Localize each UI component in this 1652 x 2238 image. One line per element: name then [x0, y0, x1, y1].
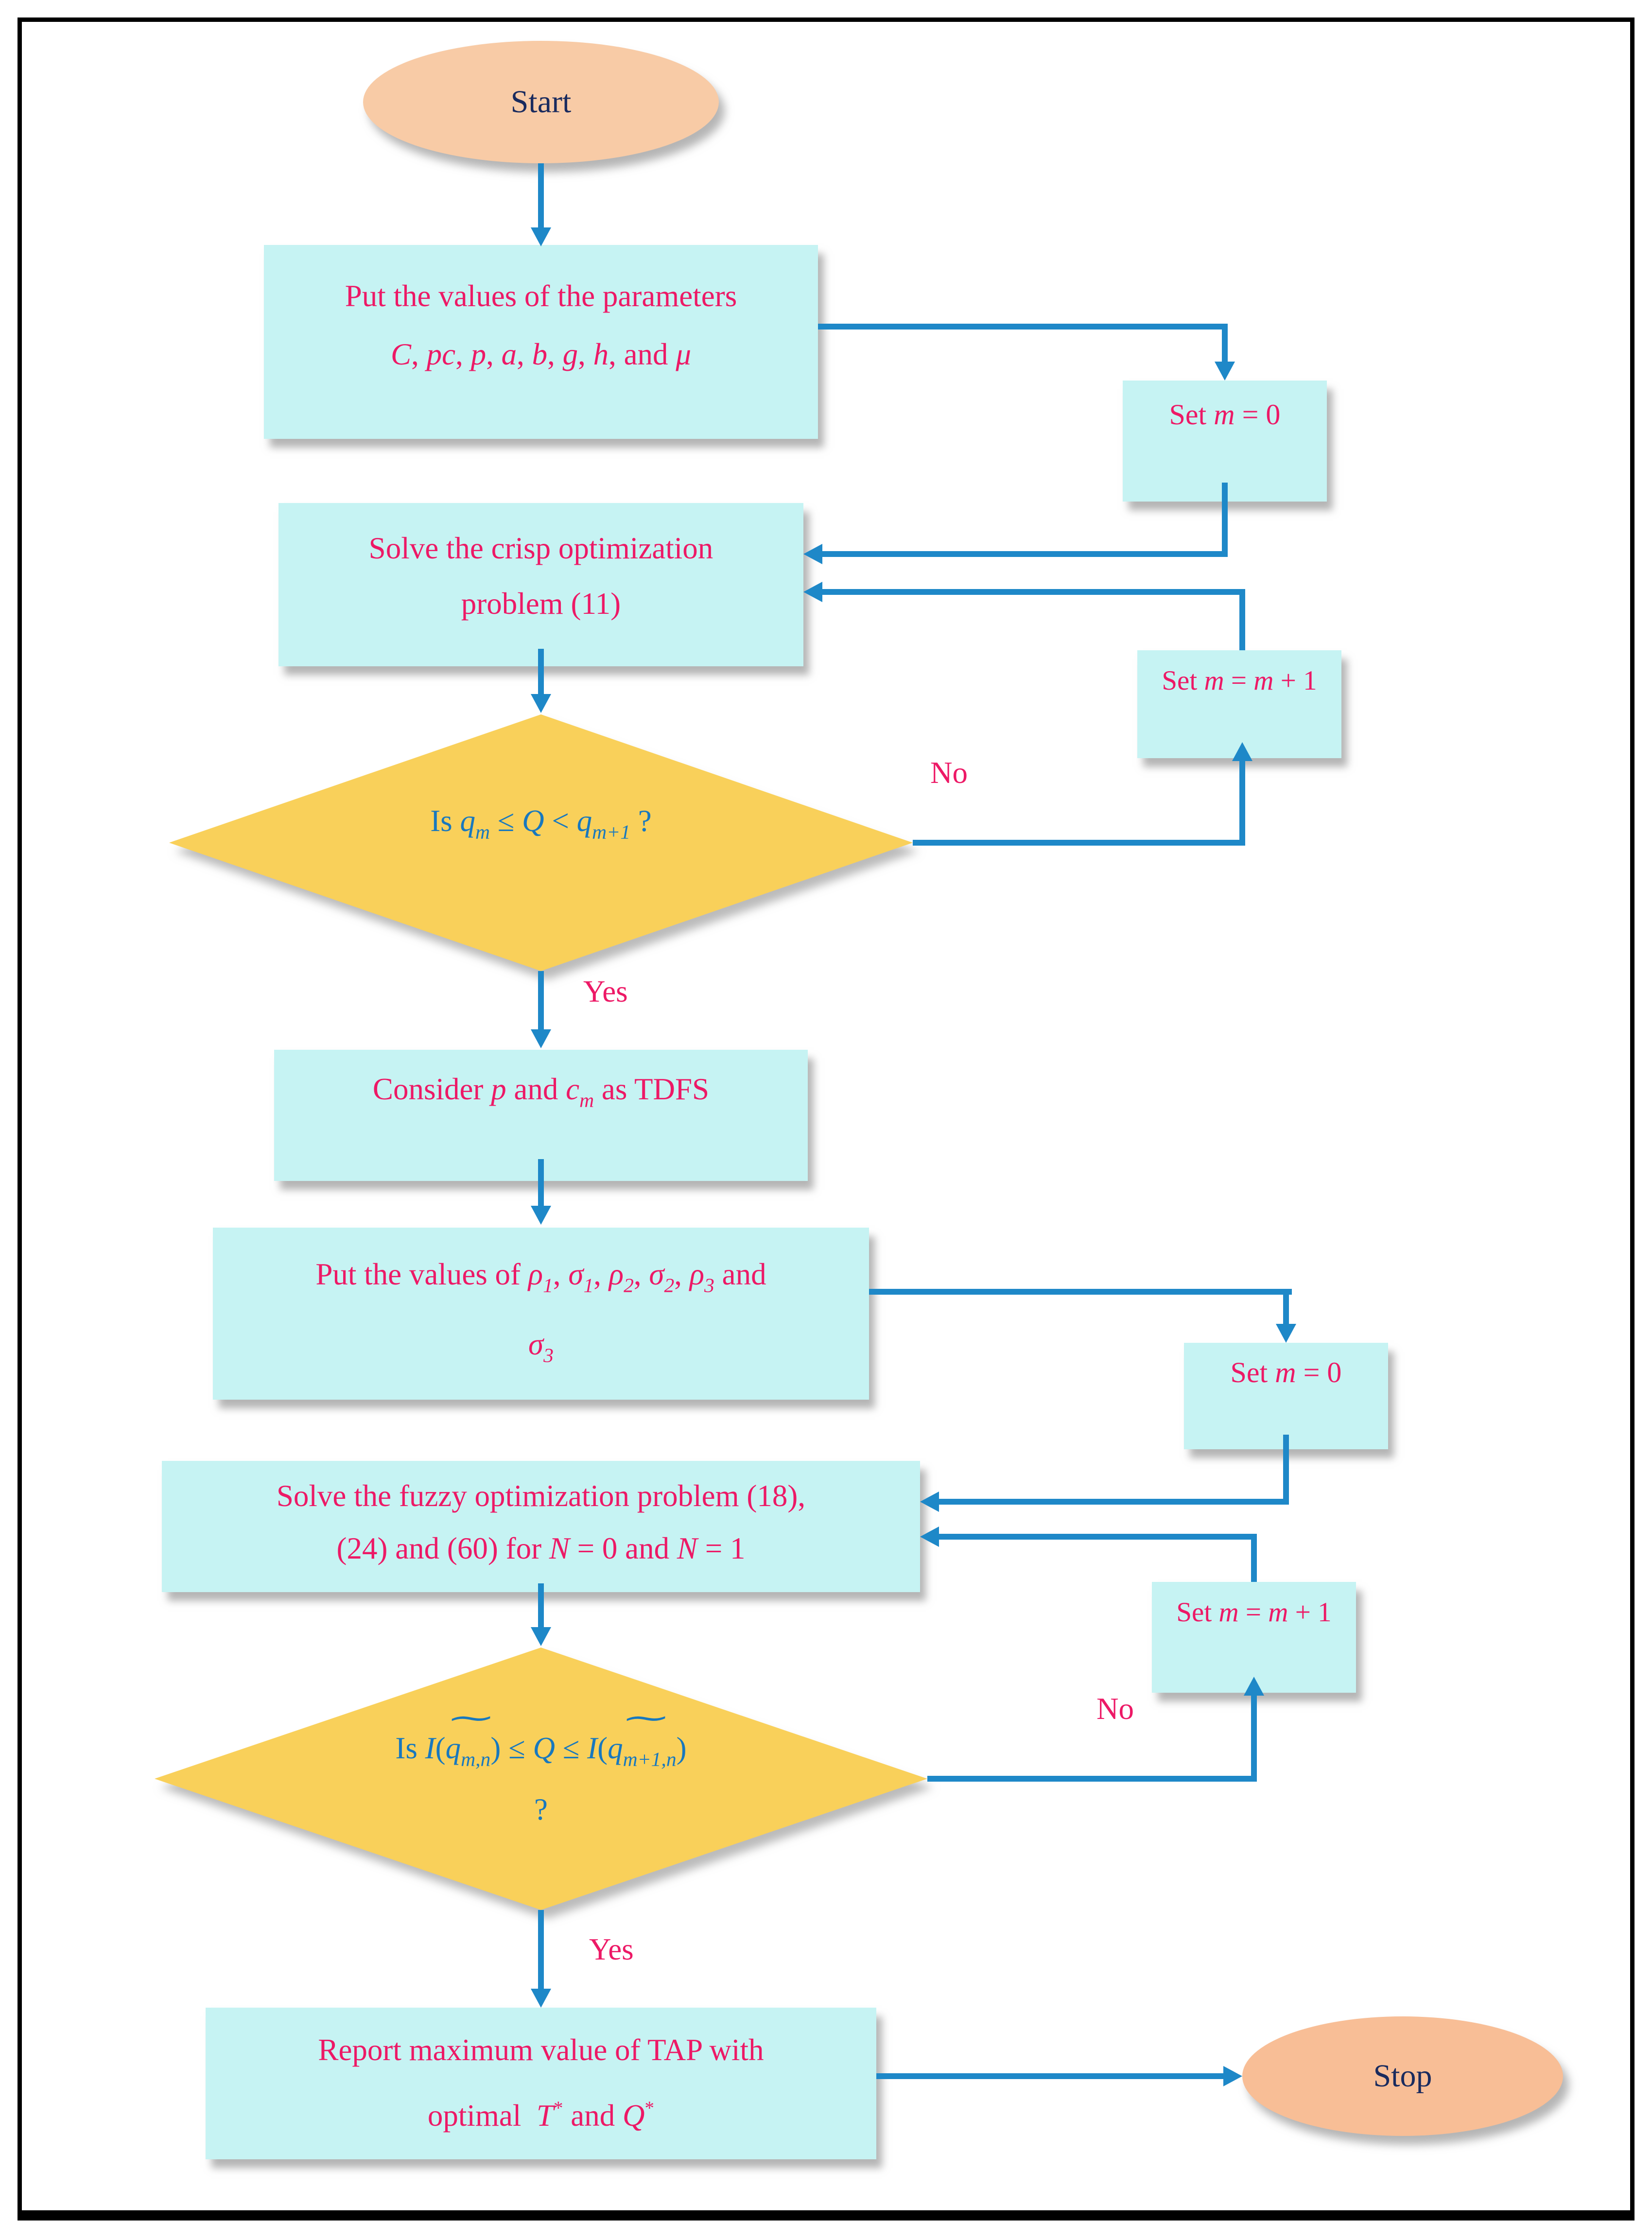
edge-no-crisp-h: [913, 840, 1245, 846]
node-set-m-increment-crisp: Set m = m + 1: [1137, 650, 1341, 758]
edge-no-crisp-v: [1239, 760, 1245, 846]
edge-setm0-to-solvefuzzy-v: [1283, 1435, 1289, 1505]
node-text-line: Solve the fuzzy optimization problem (18…: [276, 1478, 806, 1513]
edge-params-to-setm0-v: [1222, 324, 1228, 364]
node-set-m-0-fuzzy: Set m = 0: [1184, 1343, 1388, 1449]
node-text-line: Put the values of the parameters: [345, 278, 737, 313]
node-start-terminator: Start: [363, 41, 719, 163]
node-text-line: σ3: [528, 1327, 554, 1367]
node-text-line: C, pc, p, a, b, g, h, and μ: [391, 337, 691, 372]
node-set-m-0-crisp: Set m = 0: [1123, 381, 1327, 502]
edge-setminc-to-solvefuzzy-h: [939, 1534, 1257, 1540]
arrowhead-left-icon: [803, 582, 822, 602]
edge-label-yes-crisp: Yes: [583, 974, 628, 1009]
arrowhead-up-icon: [1232, 742, 1252, 761]
node-text-line: (24) and (60) for N = 0 and N = 1: [336, 1531, 746, 1566]
node-solve-fuzzy-problem: Solve the fuzzy optimization problem (18…: [162, 1461, 920, 1592]
arrowhead-up-icon: [1244, 1677, 1264, 1696]
node-text-line: Report maximum value of TAP with: [318, 2032, 764, 2067]
edge-setm0-to-solve-h: [822, 551, 1228, 557]
node-text-line: problem (11): [461, 586, 621, 621]
edge-solve-to-decision: [538, 649, 544, 697]
arrowhead-down-icon: [1215, 362, 1235, 381]
node-text-line: Set m = 0: [1169, 399, 1281, 432]
edge-params-to-setm0-fuzzy-h: [869, 1289, 1292, 1295]
arrowhead-right-icon: [1223, 2066, 1242, 2086]
node-put-crisp-parameters: Put the values of the parameters C, pc, …: [264, 245, 818, 439]
decision-text: ?: [534, 1792, 548, 1827]
node-set-m-increment-fuzzy: Set m = m + 1: [1152, 1582, 1356, 1693]
edge-start-to-params: [538, 163, 544, 233]
node-text-line: Set m = m + 1: [1162, 666, 1317, 697]
edge-yes-fuzzy-v: [538, 1910, 544, 1992]
edge-setminc-to-solve-v: [1239, 589, 1245, 650]
decision-diamond-shape: Is qm ≤ Q < qm+1 ?: [169, 714, 913, 971]
node-report-result: Report maximum value of TAP with optimal…: [206, 2008, 876, 2159]
node-put-fuzzy-parameters: Put the values of ρ1, σ1, ρ2, σ2, ρ3 and…: [213, 1228, 869, 1400]
stop-label: Stop: [1373, 2057, 1432, 2094]
edge-label-no-fuzzy: No: [1096, 1691, 1134, 1726]
node-text-line: Solve the crisp optimization: [368, 531, 713, 566]
edge-yes-crisp-v: [538, 971, 544, 1032]
edge-label-no-crisp: No: [930, 755, 968, 790]
node-text-line: Set m = m + 1: [1176, 1598, 1332, 1629]
node-text-line: optimal T* and Q*: [427, 2097, 655, 2133]
start-label: Start: [510, 83, 572, 120]
edge-params-to-setm0-fuzzy-v: [1283, 1289, 1289, 1327]
node-solve-crisp-problem: Solve the crisp optimization problem (11…: [278, 503, 803, 666]
arrowhead-down-icon: [531, 1206, 551, 1225]
edge-setminc-to-solvefuzzy-v: [1251, 1534, 1257, 1582]
figure-border: [17, 17, 1635, 2221]
edge-setminc-to-solve-h: [822, 589, 1245, 595]
edge-label-yes-fuzzy: Yes: [589, 1932, 634, 1967]
arrowhead-left-icon: [920, 1527, 939, 1547]
node-decision-crisp: Is qm ≤ Q < qm+1 ?: [169, 714, 913, 971]
edge-setm0-to-solvefuzzy-h: [939, 1499, 1289, 1505]
arrowhead-down-icon: [531, 694, 551, 713]
edge-report-to-stop: [876, 2073, 1223, 2079]
edge-no-fuzzy-v: [1251, 1696, 1257, 1782]
arrowhead-down-icon: [531, 227, 551, 246]
arrowhead-down-icon: [531, 1989, 551, 2008]
edge-consider-to-params: [538, 1159, 544, 1209]
node-decision-fuzzy: Is I(∼qm,n) ≤ Q ≤ I(∼qm+1,n) ?: [155, 1648, 927, 1910]
arrowhead-down-icon: [531, 1029, 551, 1048]
edge-setm0-to-solve-v: [1222, 483, 1228, 557]
node-text-line: Put the values of ρ1, σ1, ρ2, σ2, ρ3 and: [315, 1257, 766, 1297]
edge-no-fuzzy-h: [927, 1776, 1257, 1782]
decision-diamond-shape: Is I(∼qm,n) ≤ Q ≤ I(∼qm+1,n) ?: [155, 1648, 927, 1910]
arrowhead-down-icon: [1276, 1324, 1296, 1343]
edge-solvefuzzy-to-decision: [538, 1583, 544, 1630]
edge-params-to-setm0-h: [818, 324, 1228, 330]
arrowhead-down-icon: [531, 1627, 551, 1646]
decision-text: Is qm ≤ Q < qm+1 ?: [430, 803, 652, 843]
node-text-line: Set m = 0: [1230, 1357, 1342, 1389]
arrowhead-left-icon: [920, 1492, 939, 1512]
arrowhead-left-icon: [803, 544, 822, 564]
node-text-line: Consider p and cm as TDFS: [372, 1072, 710, 1111]
decision-text: Is I(∼qm,n) ≤ Q ≤ I(∼qm+1,n): [395, 1703, 687, 1770]
node-stop-terminator: Stop: [1242, 2016, 1563, 2136]
